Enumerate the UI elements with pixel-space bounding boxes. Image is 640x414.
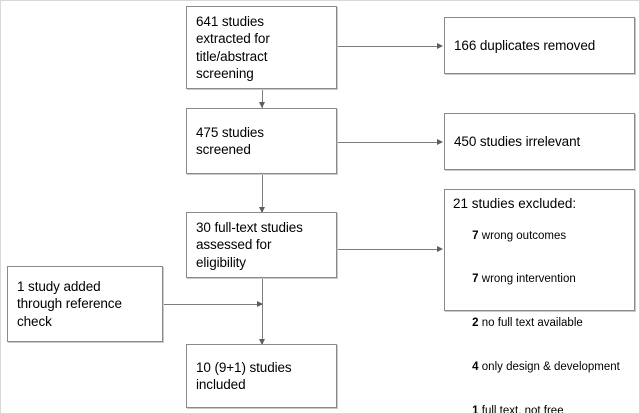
connector-reference-check-to-trunk: [163, 304, 263, 305]
box-studies-screened: 475 studies screened: [186, 108, 337, 174]
excluded-reason-4-count: 4: [472, 360, 479, 373]
identification-line-3: title/abstract: [196, 48, 268, 64]
arrowhead-duplicates: [437, 43, 443, 49]
excluded-reason-5: 1 full text, not free: [453, 389, 626, 414]
arrowhead-eligibility: [259, 207, 265, 213]
box-studies-excluded: 21 studies excluded: 7 wrong outcomes 7 …: [444, 189, 635, 413]
screened-line-2: screened: [196, 142, 251, 157]
excluded-reason-3-label: no full text available: [478, 317, 583, 330]
box-eligibility-assessed: 30 full-text studies assessed for eligib…: [186, 212, 337, 278]
box-studies-included: 10 (9+1) studies included: [186, 344, 337, 408]
excluded-reason-4-label: only design & development: [478, 360, 620, 373]
connector-eligibility-to-included: [262, 278, 263, 344]
reference-check-line-3: check: [17, 313, 52, 329]
eligibility-line-1: 30 full-text studies: [196, 219, 303, 235]
arrowhead-included: [259, 339, 265, 345]
excluded-reason-4: 4 only design & development: [453, 345, 626, 389]
excluded-reason-5-label: full text, not free: [478, 404, 564, 414]
box-identification: 641 studies extracted for title/abstract…: [186, 6, 337, 89]
identification-line-4: screening: [196, 66, 254, 81]
arrowhead-screened: [259, 102, 265, 108]
identification-line-2: extracted for: [196, 31, 270, 46]
included-line-2: included: [196, 377, 246, 392]
duplicates-line-1: 166 duplicates removed: [454, 37, 596, 53]
connector-screened-to-eligibility: [262, 174, 263, 212]
excluded-reason-1: 7 wrong outcomes: [453, 214, 626, 258]
irrelevant-line-1: 450 studies irrelevant: [454, 133, 581, 149]
box-studies-irrelevant: 450 studies irrelevant: [444, 113, 635, 170]
arrowhead-irrelevant: [437, 139, 443, 145]
eligibility-line-2: assessed for: [196, 237, 272, 253]
screened-line-1: 475 studies: [196, 124, 264, 140]
eligibility-line-3: eligibility: [196, 254, 246, 270]
identification-line-1: 641 studies: [196, 13, 264, 29]
excluded-reason-3-count: 2: [472, 317, 479, 330]
reference-check-line-1: 1 study added: [17, 278, 101, 294]
excluded-reason-1-count: 7: [472, 229, 479, 242]
excluded-reason-2: 7 wrong intervention: [453, 258, 626, 302]
excluded-header: 21 studies excluded:: [453, 196, 577, 211]
excluded-reason-1-label: wrong outcomes: [478, 229, 567, 242]
connector-screened-to-irrelevant: [337, 142, 438, 143]
included-line-1: 10 (9+1) studies: [196, 359, 292, 375]
arrowhead-reference-check: [257, 301, 263, 307]
arrowhead-excluded: [437, 246, 443, 252]
connector-identification-to-duplicates: [337, 46, 438, 47]
reference-check-line-2: through reference: [17, 296, 122, 312]
box-duplicates-removed: 166 duplicates removed: [444, 17, 635, 74]
box-reference-check: 1 study added through reference check: [7, 266, 163, 342]
connector-eligibility-to-excluded: [337, 249, 438, 250]
excluded-reason-2-label: wrong intervention: [478, 273, 576, 286]
excluded-reason-5-count: 1: [472, 404, 479, 414]
excluded-reason-3: 2 no full text available: [453, 302, 626, 346]
excluded-reason-2-count: 7: [472, 273, 479, 286]
connector-identification-to-screened: [262, 89, 263, 108]
